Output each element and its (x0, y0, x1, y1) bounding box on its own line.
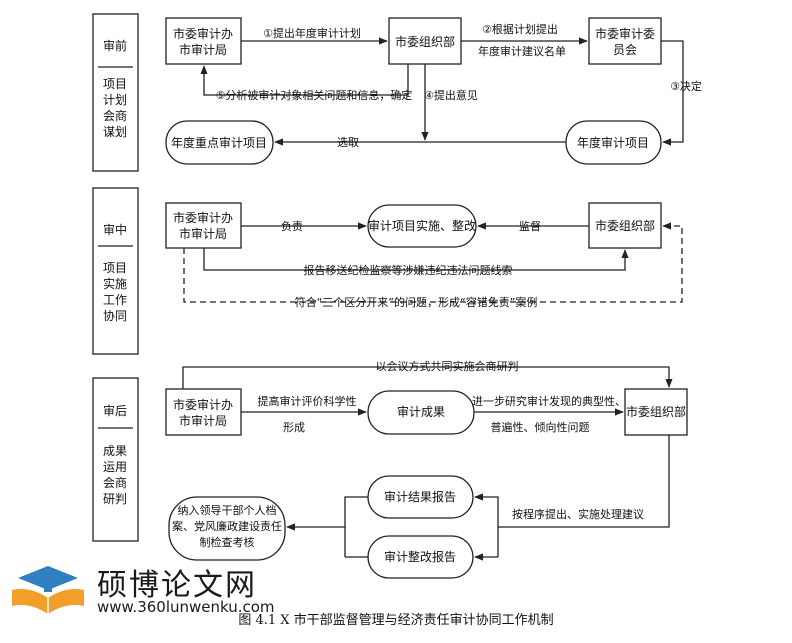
edge-label: 进一步研究审计发现的典型性、 (472, 394, 626, 408)
watermark-logo (12, 566, 84, 614)
edge-label: 年度审计建议名单 (478, 44, 566, 58)
node-label: 纳入领导干部个人档 (178, 503, 277, 517)
edge-report-clues (203, 248, 629, 271)
edge-label: 负责 (281, 219, 303, 233)
edge-to-archive (286, 496, 368, 531)
node-label: 制检查考核 (200, 535, 255, 549)
edge-joint-meeting (182, 366, 673, 389)
node-audit-office (165, 202, 242, 249)
stage-box-in-audit (92, 187, 139, 355)
node-label: 审计整改报告 (384, 549, 456, 564)
edge-label: 报告移送纪检监察等涉嫌违纪违法问题线索 (304, 263, 513, 277)
node-label: 市委组织部 (395, 34, 455, 49)
watermark-url: www.360lunwenku.com (97, 598, 275, 616)
stage-subtitle: 成果 (103, 444, 127, 458)
edge-label: 选取 (337, 136, 359, 149)
stage-title: 审中 (103, 222, 127, 237)
node-label: 审计成果 (397, 404, 445, 419)
stage-box-pre-audit (92, 13, 139, 172)
stage-subtitle: 项目 (103, 261, 127, 275)
watermark-name: 硕博论文网 (97, 568, 257, 603)
figure-caption: 图 4.1 X 市干部监督管理与经济责任审计协同工作机制 (238, 613, 554, 628)
edge-label: ②根据计划提出 (482, 22, 558, 36)
edge-label: ④提出意见 (424, 88, 478, 102)
stage-subtitle: 运用 (103, 460, 127, 474)
edge-analyze (200, 64, 409, 96)
stage-subtitle: 实施 (103, 276, 127, 291)
node-label: 市审计局 (179, 413, 227, 428)
node-label: 审计项目实施、整改 (368, 218, 476, 233)
node-label: 市审计局 (179, 226, 227, 241)
edge-label: 以会议方式共同实施会商研判 (376, 359, 519, 373)
edge-label: 符合“三个区分开来”的问题，形成“容错免责”案例 (295, 295, 538, 309)
stage-subtitle: 谋划 (103, 125, 127, 139)
node-key-projects (165, 120, 274, 165)
edge-label: ⑤分析被审计对象相关问题和信息，确定 (216, 88, 413, 102)
edge-label: 按程序提出、实施处理建议 (512, 507, 644, 521)
stage-title: 审前 (103, 38, 127, 53)
stage-subtitle: 协同 (103, 308, 127, 323)
stage-subtitle: 计划 (103, 93, 127, 107)
node-label: 市委审计办 (173, 397, 233, 412)
edge-label: 形成 (283, 421, 305, 434)
stage-subtitle: 会商 (103, 475, 127, 490)
node-label: 案、党风廉政建设责任 (172, 519, 282, 533)
node-audit-committee (588, 17, 662, 65)
graduation-cap-icon (18, 566, 78, 590)
edge-decide (661, 40, 684, 146)
node-label: 审计结果报告 (384, 489, 456, 504)
edge-fault-tolerance (183, 222, 683, 303)
node-label: 年度审计项目 (577, 135, 649, 150)
node-label: 市审计局 (179, 42, 227, 57)
node-archive (168, 496, 286, 561)
node-org-dept (624, 388, 688, 436)
edge-label: ③决定 (670, 79, 702, 93)
node-label: 市委审计办 (173, 210, 233, 225)
stage-subtitle: 研判 (103, 492, 127, 506)
node-audit-office (165, 388, 242, 436)
node-label: 员会 (613, 43, 637, 57)
node-audit-office (165, 17, 242, 65)
stage-title: 审后 (103, 403, 127, 418)
stage-box-post-audit (92, 377, 139, 542)
edge-label: 普遍性、倾向性问题 (491, 420, 590, 434)
node-implementation (367, 204, 477, 248)
node-label: 市委审计办 (173, 26, 233, 41)
edge-label: 监督 (519, 219, 541, 233)
edge-label: ①提出年度审计计划 (263, 26, 361, 40)
node-label: 市委组织部 (626, 404, 686, 419)
node-label: 市委组织部 (595, 218, 655, 233)
stage-subtitle: 会商 (103, 108, 127, 123)
stage-subtitle: 工作 (103, 293, 127, 307)
node-label: 年度重点审计项目 (171, 135, 267, 150)
node-label: 市委审计委 (595, 26, 655, 41)
edge-label: 提高审计评价科学性 (258, 394, 357, 408)
stage-subtitle: 项目 (103, 77, 127, 91)
